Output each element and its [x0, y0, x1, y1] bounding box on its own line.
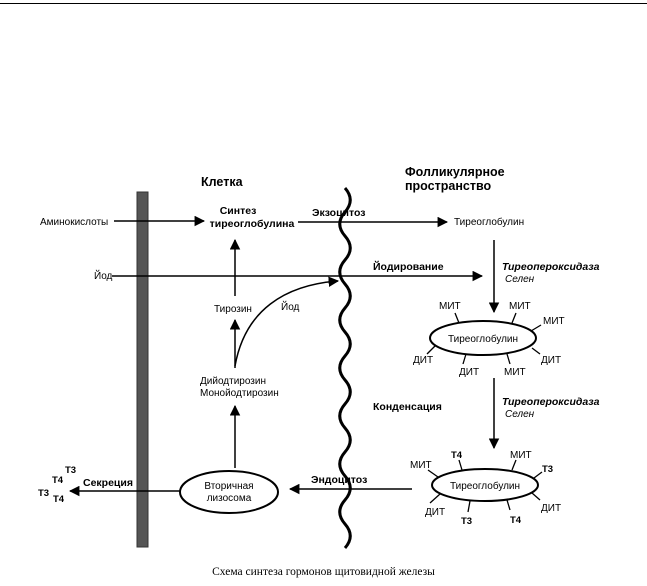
- selenium-label-2: Селен: [505, 409, 535, 420]
- thyroglobulin-top: Тиреоглобулин: [454, 216, 524, 228]
- monoiodotyrosine-label: Монойодтирозин: [200, 388, 279, 399]
- thyroglobulin-mid-ellipse: [429, 320, 537, 356]
- tyrosine-label: Тирозин: [214, 304, 252, 315]
- diiodotyrosine-label: Дийодтирозин: [200, 376, 266, 387]
- bottom-label-6: Т3: [461, 516, 472, 527]
- synthesis-line2: тиреоглобулина: [210, 218, 295, 230]
- secretion-hormone-3: Т3: [38, 488, 49, 499]
- lysosome-ellipse: [179, 470, 279, 514]
- bottom-label-2: Т4: [451, 450, 463, 461]
- mid-ticks: [426, 312, 542, 365]
- header-follicle-line1: Фолликулярное: [405, 165, 505, 179]
- aminoacids-label: Аминокислоты: [40, 217, 108, 228]
- lysosome-line2: лизосома: [207, 493, 252, 504]
- bottom-label-5: ДИТ: [425, 507, 445, 518]
- thyroglobulin-bottom: Тиреоглобулин: [450, 480, 520, 492]
- bottom-ticks: [427, 459, 543, 513]
- cell-membrane: [136, 191, 149, 548]
- selenium-label: Селен: [505, 274, 535, 285]
- mid-label-3: МИТ: [543, 316, 565, 327]
- mid-label-1: МИТ: [439, 301, 461, 312]
- peroxidase-label: Тиреопероксидаза: [502, 261, 600, 273]
- endocytosis-label: Эндоцитоз: [311, 474, 367, 486]
- mid-label-6: ДИТ: [459, 367, 479, 378]
- header-cell: Клетка: [201, 175, 244, 189]
- peroxidase-label-2: Тиреопероксидаза: [502, 396, 600, 408]
- mid-label-2: МИТ: [509, 301, 531, 312]
- bottom-label-4: Т3: [542, 464, 553, 475]
- secretion-hormone-4: Т4: [53, 494, 65, 505]
- top-rule: [0, 3, 647, 4]
- bottom-label-3: МИТ: [510, 450, 532, 461]
- secretion-hormone-1: Т3: [65, 465, 76, 476]
- condensation-label: Конденсация: [373, 401, 442, 413]
- iodine-inner-label: Йод: [281, 300, 300, 313]
- iodine-recycle-arrow: [234, 276, 340, 367]
- header-follicle-line2: пространство: [405, 179, 491, 193]
- mid-label-7: МИТ: [504, 367, 526, 378]
- bottom-label-7: Т4: [510, 515, 522, 526]
- lysosome-line1: Вторичная: [204, 481, 253, 492]
- synthesis-line1: Синтез: [220, 205, 257, 217]
- figure-caption: Схема синтеза гормонов щитовидной железы: [212, 566, 435, 578]
- bottom-label-1: МИТ: [410, 460, 432, 471]
- bottom-label-8: ДИТ: [541, 503, 561, 514]
- mid-label-4: ДИТ: [413, 355, 433, 366]
- secretion-label: Секреция: [83, 477, 133, 489]
- mid-label-5: ДИТ: [541, 355, 561, 366]
- secretion-hormone-2: Т4: [52, 475, 64, 486]
- iodine-label: Йод: [94, 269, 113, 282]
- apical-membrane: [338, 187, 352, 549]
- thyroglobulin-mid: Тиреоглобулин: [448, 333, 518, 345]
- thyroglobulin-bottom-ellipse: [431, 468, 539, 502]
- exocytosis-label: Экзоцитоз: [312, 207, 366, 219]
- iodination-label: Йодирование: [373, 260, 444, 273]
